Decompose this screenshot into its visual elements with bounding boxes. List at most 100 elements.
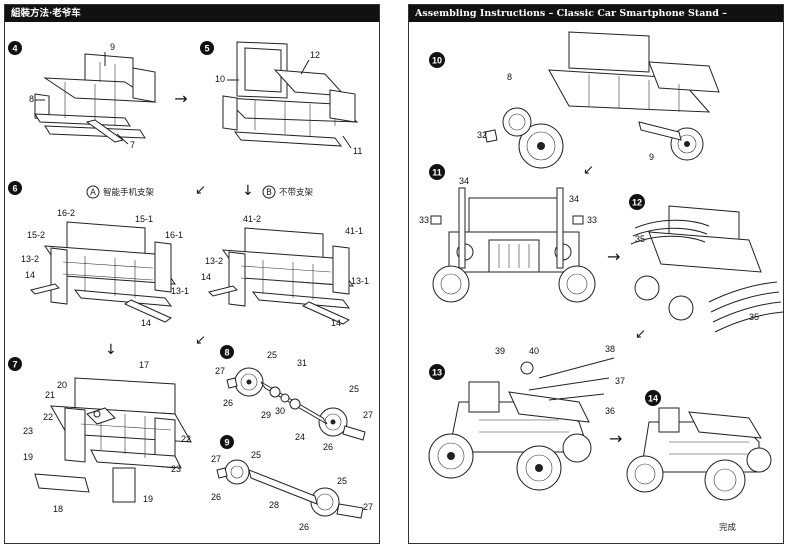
- right-page-illustrations: 10 8 32 9 ↙ 11: [419, 31, 783, 533]
- part-label: 16-2: [57, 208, 75, 218]
- step-10-drawing: [484, 31, 720, 169]
- step-9: 9 27 25 26 28 25 27 26: [211, 435, 373, 532]
- step-14: 14: [626, 390, 772, 501]
- part-label: 8: [29, 94, 34, 104]
- step-11-drawing: [430, 187, 596, 303]
- left-instruction-page: 組裝方法·老爷车 4 9 8 7 → 5: [4, 4, 380, 544]
- part-label: 33: [419, 215, 429, 225]
- part-label: 32: [477, 130, 487, 140]
- part-label: 18: [53, 504, 63, 514]
- part-label: 29: [261, 410, 271, 420]
- step-13-drawing: [428, 357, 615, 491]
- step-4-badge: [8, 41, 22, 55]
- part-label: 41-1: [345, 226, 363, 236]
- part-label: 26: [323, 442, 333, 452]
- option-a-letter: A: [90, 188, 96, 198]
- step-7-badge: [8, 357, 22, 371]
- part-label: 19: [143, 494, 153, 504]
- step-13: 13 39 40 38 37 36: [428, 344, 625, 491]
- part-label: 13-1: [351, 276, 369, 286]
- part-label: 11: [353, 146, 362, 156]
- part-label: 24: [295, 432, 305, 442]
- finish-text: 完成: [719, 522, 737, 533]
- arrow-down: ↓: [242, 183, 254, 199]
- part-label: 17: [139, 360, 149, 370]
- part-label: 38: [605, 344, 615, 354]
- part-label: 22: [43, 412, 53, 422]
- step-5-badge: [200, 41, 214, 55]
- step-12: 12 35 35: [629, 194, 783, 333]
- part-label: 30: [275, 406, 285, 416]
- part-label: 14: [25, 270, 35, 280]
- part-label: 25: [267, 350, 277, 360]
- part-label: 28: [269, 500, 279, 510]
- part-label: 27: [363, 502, 373, 512]
- part-label: 14: [201, 272, 211, 282]
- option-a-badge: [86, 185, 100, 199]
- part-label: 34: [569, 194, 579, 204]
- part-label: 22: [181, 434, 191, 444]
- part-label: 35: [635, 234, 645, 244]
- arrow-down: ↓: [105, 342, 117, 358]
- part-label: 13-2: [21, 254, 39, 264]
- step-6b-drawing: [208, 227, 355, 325]
- step-9-badge: [220, 435, 234, 449]
- step-11: 11 34 33 34 33: [419, 164, 597, 303]
- step-6-number: 6: [12, 184, 17, 194]
- left-page-header: 組裝方法·老爷车: [5, 5, 379, 22]
- arrow-diagonal: ↙: [195, 333, 206, 348]
- step-6a-drawing: [30, 221, 176, 323]
- part-label: 26: [299, 522, 309, 532]
- part-label: 35: [749, 312, 759, 322]
- step-14-badge: [645, 390, 661, 406]
- step-10-number: 10: [432, 56, 442, 66]
- part-label: 14: [331, 318, 341, 328]
- part-label: 19: [23, 452, 33, 462]
- step-4-drawing: [34, 53, 157, 143]
- step-14-number: 14: [648, 394, 658, 404]
- part-label: 8: [507, 72, 512, 82]
- part-label: 15-1: [135, 214, 153, 224]
- step-5: 5 10 12 11: [200, 41, 362, 156]
- part-label: 13-2: [205, 256, 223, 266]
- step-5-number: 5: [204, 44, 209, 54]
- part-label: 39: [495, 346, 505, 356]
- arrow-diagonal: ↙: [195, 183, 206, 198]
- option-b-label: 不带支架: [279, 187, 314, 198]
- step-11-number: 11: [432, 168, 442, 178]
- part-label: 25: [251, 450, 261, 460]
- arrow-right: →: [607, 247, 620, 266]
- step-10: 10 8 32 9: [429, 31, 720, 169]
- step-13-number: 13: [432, 368, 442, 378]
- part-label: 9: [110, 42, 115, 52]
- part-label: 27: [215, 366, 225, 376]
- part-label: 10: [215, 74, 225, 84]
- step-5-drawing: [222, 41, 359, 147]
- right-page-header: Assembling Instructions – Classic Car Sm…: [409, 5, 783, 22]
- part-label: 37: [615, 376, 625, 386]
- part-label: 20: [57, 380, 67, 390]
- step-7-drawing: [34, 377, 192, 503]
- part-label: 13-1: [171, 286, 189, 296]
- part-label: 33: [587, 215, 597, 225]
- step-8: 8 25 31 27 26 29 30 24 25 27 26: [215, 345, 373, 452]
- step-7: 7 17 20 21 22 23 19 22 23 18 19: [8, 357, 192, 514]
- step-6: 6 A 智能手机支架 B 不带支架 ↙ ↓ 16-2 15-1 16-1 15: [8, 181, 369, 328]
- part-label: 27: [211, 454, 221, 464]
- part-label: 23: [171, 464, 181, 474]
- step-10-badge: [429, 52, 445, 68]
- option-b-letter: B: [266, 188, 272, 198]
- part-label: 25: [337, 476, 347, 486]
- step-11-badge: [429, 164, 445, 180]
- step-13-badge: [429, 364, 445, 380]
- part-label: 14: [141, 318, 151, 328]
- step-12-drawing: [630, 205, 783, 333]
- step-8-badge: [220, 345, 234, 359]
- step-14-drawing: [626, 407, 772, 501]
- part-label: 36: [605, 406, 615, 416]
- part-label: 9: [649, 152, 654, 162]
- part-label: 7: [130, 140, 135, 150]
- option-b-badge: [262, 185, 276, 199]
- left-page-illustrations: 4 9 8 7 → 5: [8, 41, 373, 532]
- part-label: 34: [459, 176, 469, 186]
